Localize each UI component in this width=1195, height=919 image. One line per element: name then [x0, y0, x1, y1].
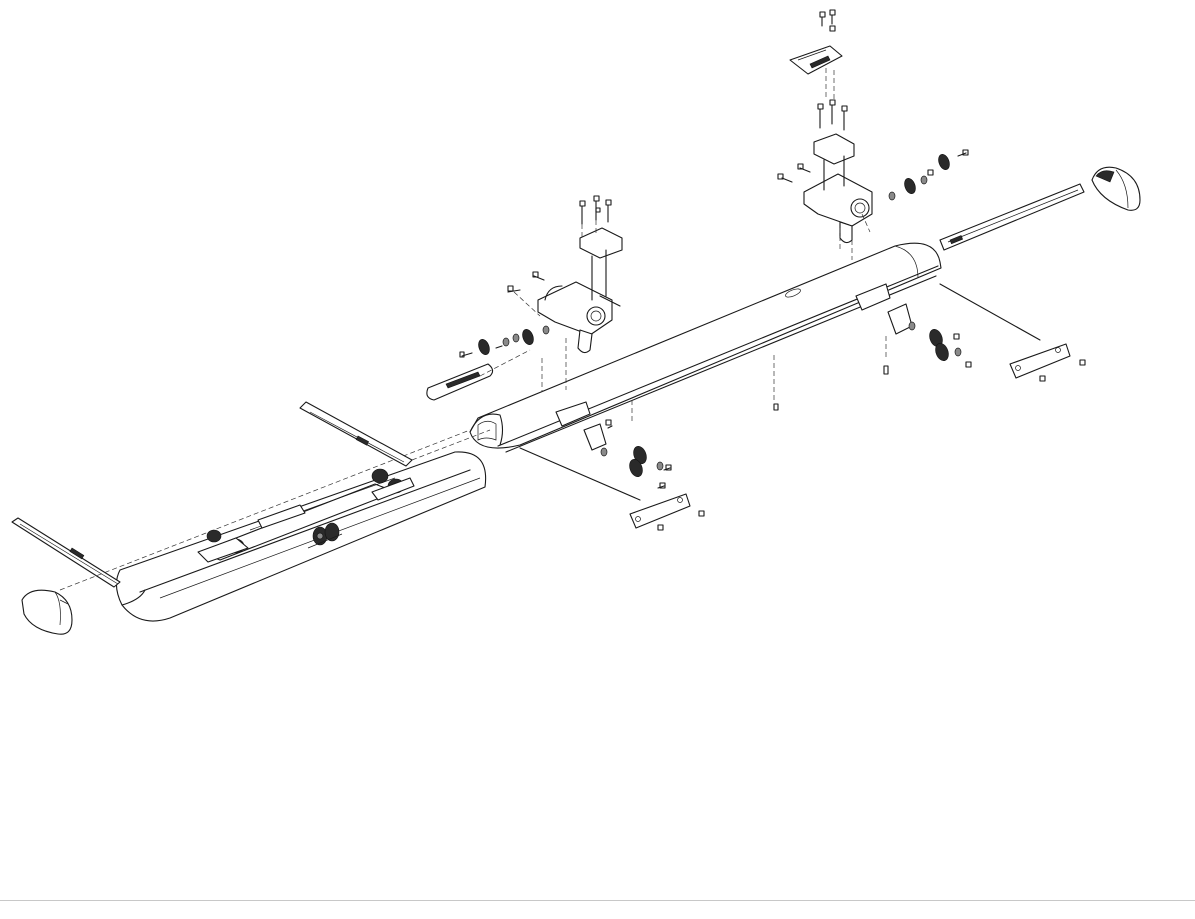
- top-cover-plate: [789, 45, 843, 75]
- main-tube: [469, 242, 942, 453]
- right-slide-arm: [939, 183, 1085, 251]
- right-bracket-assembly: [773, 283, 1041, 411]
- right-gears: [777, 149, 969, 201]
- left-mounting-plate: [629, 493, 705, 531]
- base-gear-cluster-right: [371, 468, 415, 501]
- right-mount-screws: [817, 9, 848, 131]
- assembly-guide-lines: [479, 213, 871, 377]
- left-slide-arm: [11, 429, 471, 591]
- left-base-rail: [115, 451, 487, 622]
- base-gear-cluster-center: [307, 522, 343, 549]
- left-tube-guard: [426, 363, 494, 401]
- right-end-cap: [1091, 166, 1141, 211]
- right-mounting-plate: [1009, 343, 1086, 382]
- upper-left-slide-arm: [299, 401, 491, 467]
- center-left-gears: [459, 271, 550, 358]
- left-end-cap: [21, 589, 73, 635]
- base-gear-cluster-left: [197, 529, 249, 563]
- center-left-bracket-assembly: [519, 338, 672, 501]
- page-bottom-rule: [0, 900, 1195, 901]
- center-left-mount-screws: [579, 195, 612, 240]
- right-gearbox: [803, 133, 873, 244]
- center-left-gearbox: [537, 227, 623, 354]
